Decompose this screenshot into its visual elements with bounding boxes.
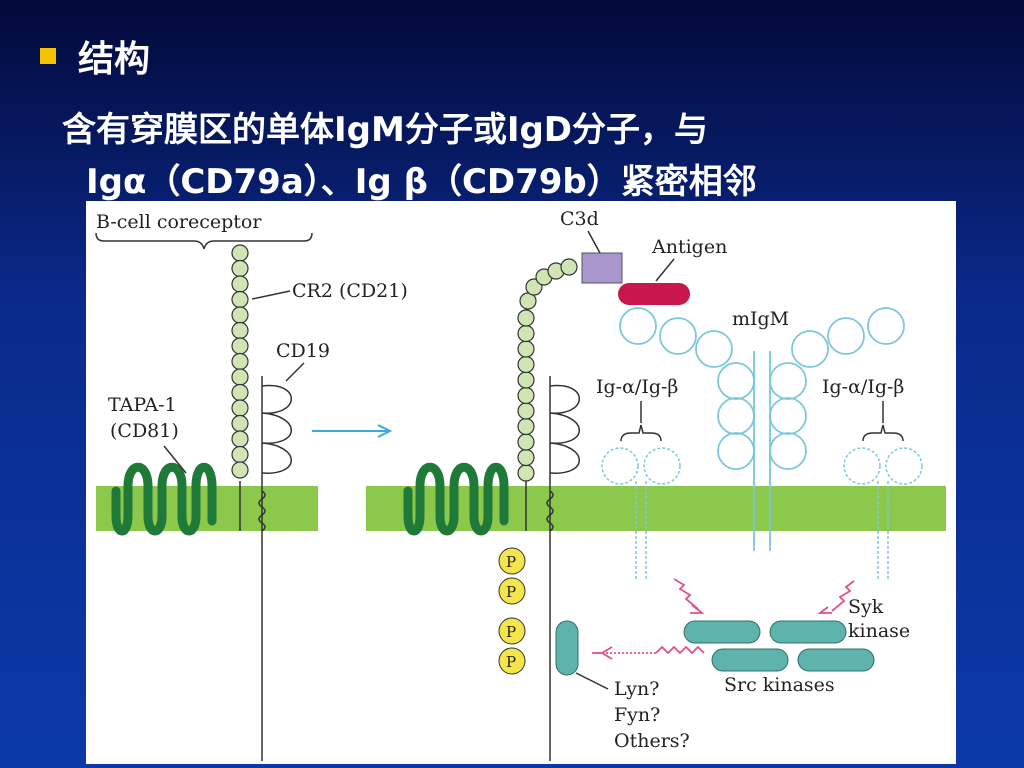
syk-arrow-right-head xyxy=(817,606,832,614)
tapa1-pointer xyxy=(163,445,187,474)
cr2-pointer xyxy=(251,290,291,300)
cr2-chain-right xyxy=(517,258,578,482)
antigen-pointer xyxy=(655,258,675,282)
cr2-bead xyxy=(517,371,535,389)
cr2-bead xyxy=(231,259,249,278)
cr2-chain-left xyxy=(231,244,249,479)
cr2-bead xyxy=(517,386,535,405)
ig-alpha-beta-left xyxy=(601,447,681,581)
syk-arrow-left xyxy=(673,578,699,610)
ig-alpha-beta-right xyxy=(843,447,923,581)
others-label: Others? xyxy=(614,730,690,752)
syk-arrow-right xyxy=(831,580,855,612)
cr2-bead xyxy=(231,414,249,433)
svg-text:P: P xyxy=(506,653,516,671)
syk-kinase-1 xyxy=(683,620,761,644)
syk-arrow-left-head xyxy=(690,604,705,614)
tapa1-label-1: TAPA-1 xyxy=(108,394,177,416)
cr2-bead xyxy=(231,383,249,402)
transition-arrow-head xyxy=(377,424,393,438)
cr2-bead xyxy=(231,244,249,262)
antigen-label: Antigen xyxy=(651,236,727,258)
ig-brace-left xyxy=(620,424,662,442)
cr2-bead xyxy=(231,461,249,479)
ig-brace-right xyxy=(862,424,904,442)
cd19-loops-right xyxy=(549,384,580,474)
src-kinase-2 xyxy=(797,648,875,672)
cr2-bead xyxy=(517,309,535,327)
cr2-bead xyxy=(231,352,249,371)
svg-text:P: P xyxy=(506,623,516,641)
tapa1-right xyxy=(403,462,509,536)
cr2-bead xyxy=(517,340,535,358)
cr2-bead xyxy=(517,324,535,343)
cr2-bead xyxy=(231,399,249,417)
cr2-bead xyxy=(231,430,249,448)
antigen-block xyxy=(618,283,690,305)
ig-alpha-beta-right-label: Ig-α/Ig-β xyxy=(822,376,904,398)
lyn-arrow xyxy=(655,645,705,655)
cr2-bead xyxy=(231,337,249,355)
svg-text:P: P xyxy=(506,583,516,601)
phosphate-group: P P P P xyxy=(498,547,526,675)
syk-label-1: Syk xyxy=(848,596,884,618)
c3d-pointer xyxy=(587,230,601,254)
cd19-coil-right xyxy=(546,490,554,532)
cr2-bead xyxy=(231,368,249,386)
b-cell-coreceptor-label: B-cell coreceptor xyxy=(96,211,262,233)
cr2-bead xyxy=(231,445,249,464)
cd19-pointer xyxy=(285,362,305,382)
cr2-label: CR2 (CD21) xyxy=(292,280,408,302)
cr2-bead xyxy=(231,306,249,324)
slide-text-line-2: Igα（CD79a）、Ig β（CD79b）紧密相邻 xyxy=(86,162,757,202)
tapa1-label-2: (CD81) xyxy=(110,420,179,442)
lyn-kinase xyxy=(555,620,579,676)
cr2-bead xyxy=(231,321,249,340)
slide-heading: 结构 xyxy=(78,39,151,80)
cr2-bead xyxy=(560,258,578,276)
cr2-bead xyxy=(517,433,535,451)
src-kinases-label: Src kinases xyxy=(724,674,835,696)
syk-kinase-2 xyxy=(769,620,847,644)
membrane-left xyxy=(96,486,318,531)
src-kinase-1 xyxy=(711,648,789,672)
cd19-label: CD19 xyxy=(276,340,330,362)
cd19-coil-left xyxy=(258,490,266,532)
tapa1-left xyxy=(111,462,217,536)
lyn-pointer xyxy=(575,672,609,690)
svg-text:P: P xyxy=(506,553,516,571)
cr2-bead xyxy=(517,448,535,467)
cr2-bead xyxy=(517,464,535,482)
cd19-loops-left xyxy=(261,384,292,474)
migm-receptor xyxy=(619,307,905,551)
slide-text-line-1: 含有穿膜区的单体IgM分子或IgD分子，与 xyxy=(62,110,709,150)
lyn-label: Lyn? xyxy=(614,678,659,700)
c3d-block xyxy=(581,252,623,284)
cr2-bead xyxy=(517,355,535,374)
membrane-right xyxy=(366,486,946,531)
fyn-label: Fyn? xyxy=(614,704,660,726)
migm-label: mIgM xyxy=(732,308,789,330)
lyn-arrow-head xyxy=(592,646,613,660)
cr2-bead xyxy=(517,417,535,436)
cr2-bead xyxy=(231,290,249,309)
cr2-bead xyxy=(517,402,535,420)
syk-label-2: kinase xyxy=(848,620,910,642)
coreceptor-brace xyxy=(95,232,313,250)
bcr-diagram: B-cell coreceptor TAPA-1 (CD81) CR2 (CD2… xyxy=(86,201,956,764)
c3d-label: C3d xyxy=(560,208,599,230)
bullet-icon xyxy=(40,48,56,64)
cr2-bead xyxy=(231,275,249,293)
ig-alpha-beta-left-label: Ig-α/Ig-β xyxy=(596,376,678,398)
